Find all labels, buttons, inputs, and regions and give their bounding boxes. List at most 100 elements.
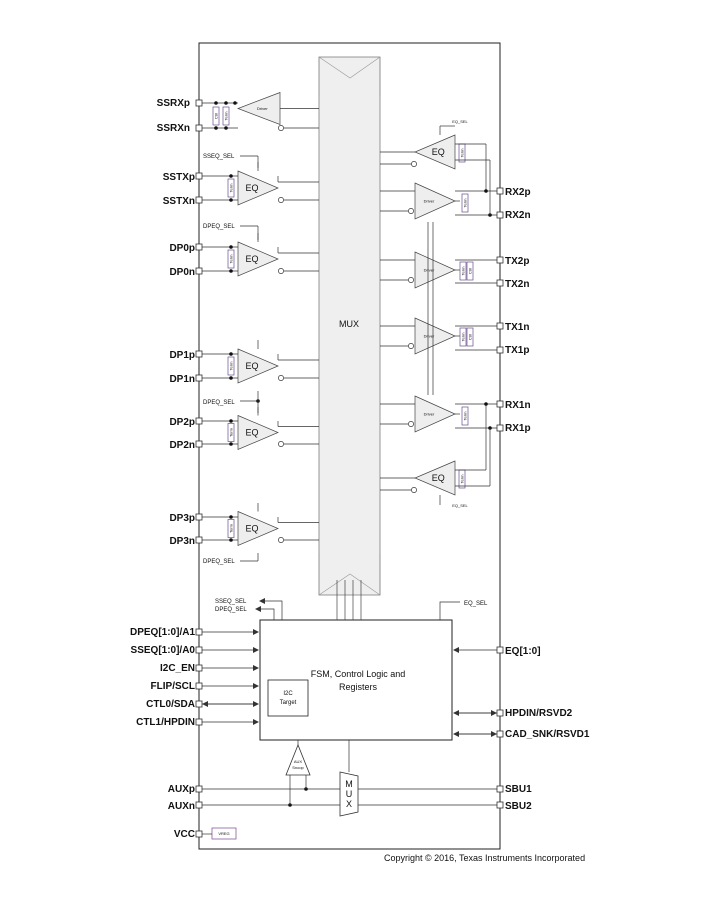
- left-pin-box: [195, 374, 203, 382]
- inverting-bubble: [411, 161, 417, 167]
- control-pins: DPEQ[1:0]/A1 SSEQ[1:0]/A0 I2C_EN FLIP/SC…: [130, 627, 590, 840]
- termination-block: [466, 261, 474, 281]
- junction-dot: [229, 419, 233, 423]
- termination-label: Term: [460, 148, 465, 158]
- pin-sseq-a0: SSEQ[1:0]/A0: [131, 645, 196, 656]
- left-pin-box: [195, 513, 203, 521]
- termination-label: Term: [460, 474, 465, 484]
- right-pin-box: [496, 256, 504, 264]
- right-pin-box: [496, 187, 504, 195]
- left-pin-box: [195, 124, 203, 132]
- termination-block: [459, 327, 467, 347]
- eq-sel-out-label: EQ_SEL: [464, 601, 488, 607]
- pin-auxp: AUXp: [168, 784, 195, 795]
- amplifier: [414, 251, 456, 289]
- termination-block: [227, 178, 235, 198]
- termination-label: Ctrl: [468, 334, 473, 340]
- eq-sel-label-bottom: EQ_SEL: [452, 503, 468, 508]
- right-pin-box: [496, 211, 504, 219]
- pin-dp1p: DP1p: [169, 350, 195, 361]
- inverting-bubble: [278, 197, 284, 203]
- sbu-pin-box: [496, 801, 504, 809]
- eq-sel-label-top: EQ_SEL: [452, 119, 468, 124]
- pin-ssrxp: SSRXp: [157, 98, 190, 109]
- aux-snoop-comparator: [285, 743, 311, 776]
- eq-label: EQ: [432, 147, 445, 157]
- termination-block: [459, 261, 467, 281]
- amplifier: [237, 241, 279, 277]
- right-pin-box: [496, 322, 504, 330]
- left-pin-box: [195, 196, 203, 204]
- pin-eq: EQ[1:0]: [505, 646, 541, 657]
- driver-label: Driver: [424, 412, 435, 417]
- inverting-bubble: [408, 277, 414, 283]
- left-pin-box: [195, 172, 203, 180]
- control-pin-box: [195, 646, 203, 654]
- pin-dp0p: DP0p: [169, 243, 195, 254]
- pin-rx1p: RX1p: [505, 423, 531, 434]
- vcc-pin-box: [195, 830, 203, 838]
- inverting-bubble: [278, 537, 284, 543]
- i2c-label-line2: Target: [280, 700, 297, 706]
- pin-vcc: VCC: [174, 829, 195, 840]
- termination-label: Term: [224, 111, 229, 121]
- pin-cadsnk-rsvd1: CAD_SNK/RSVD1: [505, 729, 590, 740]
- junction-dot: [229, 376, 233, 380]
- termination-label: Ctrl: [214, 113, 219, 119]
- pin-sstxn: SSTXn: [163, 196, 195, 207]
- pin-dp2n: DP2n: [169, 440, 195, 451]
- i2c-target-block: [267, 679, 309, 717]
- pin-dp3p: DP3p: [169, 513, 195, 524]
- pin-tx2p: TX2p: [505, 256, 529, 267]
- junction-dot: [484, 189, 488, 193]
- termination-label: Term: [463, 411, 468, 421]
- i2c-label-line1: I2C: [283, 691, 293, 697]
- aux-snoop-label-1: AUX: [294, 759, 303, 764]
- driver-label: Driver: [257, 106, 268, 111]
- aux-mux: [339, 771, 359, 817]
- pin-hpdin-rsvd2: HPDIN/RSVD2: [505, 708, 573, 719]
- amplifier: [237, 348, 279, 384]
- eq-label: EQ: [245, 361, 258, 371]
- driver-label: Driver: [424, 268, 435, 273]
- inverting-bubble: [278, 441, 284, 447]
- left-pin-box: [195, 440, 203, 448]
- pin-dp1n: DP1n: [169, 374, 195, 385]
- amplifier: [237, 510, 279, 547]
- control-pin-box: [195, 628, 203, 636]
- control-pin-box: [496, 730, 504, 738]
- pin-sbu1: SBU1: [505, 784, 532, 795]
- junction-dot: [214, 126, 218, 130]
- pin-sstxp: SSTXp: [163, 172, 195, 183]
- dpeq-sel-label-3: DPEQ_SEL: [203, 559, 235, 565]
- left-pin-box: [195, 99, 203, 107]
- control-pin-box: [195, 682, 203, 690]
- control-pin-box: [496, 646, 504, 654]
- eq-label: EQ: [432, 473, 445, 483]
- eq-label: EQ: [245, 524, 258, 534]
- termination-block: [227, 249, 235, 269]
- pin-ctl0-sda: CTL0/SDA: [146, 699, 195, 710]
- left-pins: SSRXp SSRXn SSTXp SSTXn DP0p DP0n DP1p D…: [157, 98, 195, 547]
- termination-label: Term: [461, 332, 466, 342]
- pin-auxn: AUXn: [168, 801, 195, 812]
- left-pin-box: [195, 350, 203, 358]
- control-sel-outputs: [255, 598, 460, 620]
- pin-sbu2: SBU2: [505, 801, 532, 812]
- left-pin-box: [195, 243, 203, 251]
- inverting-bubble: [278, 125, 284, 131]
- pin-dp3n: DP3n: [169, 536, 195, 547]
- fsm-label-line2: Registers: [339, 682, 378, 692]
- termination-block: [227, 356, 235, 376]
- right-pin-box: [496, 279, 504, 287]
- junction-dot: [224, 126, 228, 130]
- right-pins: RX2p RX2n TX2p TX2n TX1n TX1p RX1n RX1p: [505, 187, 531, 434]
- junction-dot: [484, 402, 488, 406]
- pin-tx1n: TX1n: [505, 322, 529, 333]
- right-pin-box: [496, 346, 504, 354]
- control-pin-box: [195, 700, 203, 708]
- aux-snoop-label-2: Snoop: [292, 765, 304, 770]
- junction-dot: [224, 101, 228, 105]
- pin-rx2n: RX2n: [505, 210, 531, 221]
